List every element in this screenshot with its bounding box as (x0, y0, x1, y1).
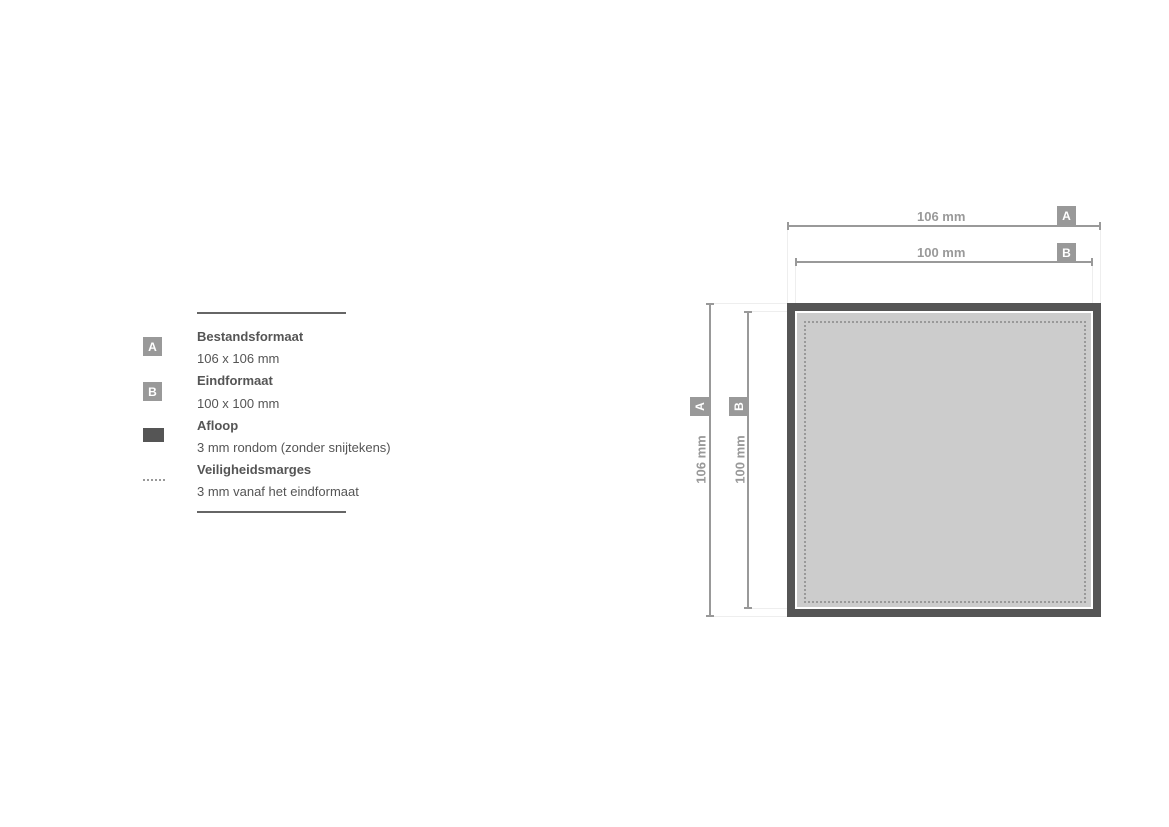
tick (744, 607, 752, 609)
guide-line (787, 226, 788, 303)
legend-bottom-divider (197, 511, 346, 513)
legend-title-afloop: Afloop (197, 418, 239, 433)
guide-line (710, 616, 787, 617)
legend-desc-veiligheidsmarges: 3 mm vanaf het eindformaat (197, 484, 359, 499)
dimension-line-a-horizontal (787, 225, 1101, 227)
legend-top-divider (197, 312, 346, 314)
final-format-area (797, 313, 1091, 607)
guide-line (748, 311, 797, 312)
badge-b-vertical: B (729, 397, 748, 416)
tick (706, 303, 714, 305)
guide-line (1092, 262, 1093, 311)
dimension-line-b-vertical (747, 311, 749, 609)
tick (787, 222, 789, 230)
dotted-line-icon (143, 479, 165, 481)
bleed-swatch-icon (143, 428, 164, 442)
dimension-line-b-horizontal (795, 261, 1093, 263)
badge-a-horizontal: A (1057, 206, 1076, 225)
tick (744, 311, 752, 313)
tick (1099, 222, 1101, 230)
safety-margin (804, 321, 1086, 603)
legend-badge-b: B (143, 382, 162, 401)
guide-line (748, 608, 797, 609)
legend-desc-eindformaat: 100 x 100 mm (197, 396, 280, 411)
dimension-line-a-vertical (709, 303, 711, 617)
legend-title-eindformaat: Eindformaat (197, 373, 273, 388)
tick (1091, 258, 1093, 266)
legend-title-veiligheidsmarges: Veiligheidsmarges (197, 462, 312, 477)
guide-line (710, 303, 787, 304)
width-a-label: 106 mm (917, 209, 966, 224)
legend-title-bestandsformaat: Bestandsformaat (197, 329, 304, 344)
badge-b-horizontal: B (1057, 243, 1076, 262)
legend-desc-afloop: 3 mm rondom (zonder snijtekens) (197, 440, 391, 455)
height-a-label: 106 mm (693, 435, 709, 484)
height-b-label: 100 mm (732, 435, 748, 484)
tick (795, 258, 797, 266)
guide-line (795, 262, 796, 311)
tick (706, 615, 714, 617)
legend-desc-bestandsformaat: 106 x 106 mm (197, 351, 280, 366)
width-b-label: 100 mm (917, 245, 966, 260)
legend-badge-a: A (143, 337, 162, 356)
guide-line (1100, 226, 1101, 303)
badge-a-vertical: A (690, 397, 709, 416)
